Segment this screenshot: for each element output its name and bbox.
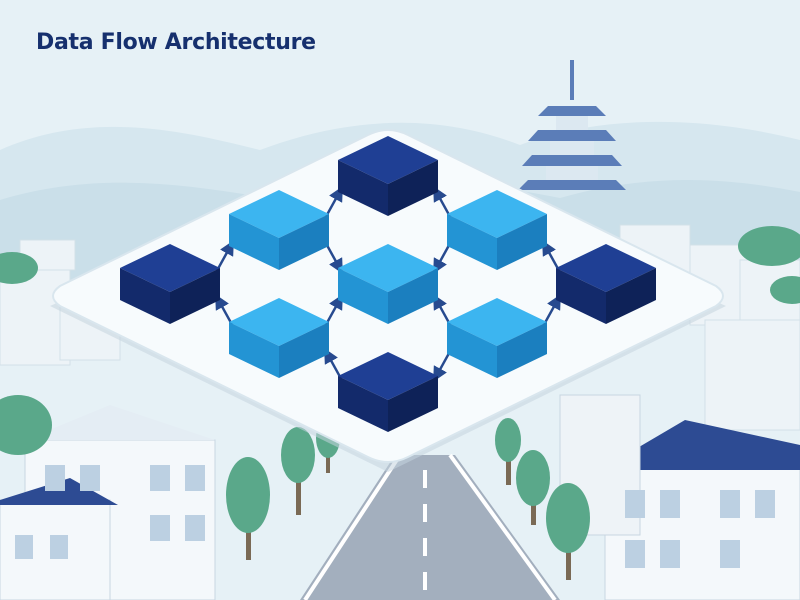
diagram-edges bbox=[215, 186, 561, 382]
node-upper-left bbox=[229, 190, 329, 270]
background-bushes bbox=[0, 226, 800, 304]
edge-arrow-lower-left-to-center bbox=[324, 294, 343, 326]
edge-arrow-upper-left-to-top bbox=[324, 186, 343, 218]
node-right bbox=[556, 244, 656, 324]
node-bottom bbox=[338, 352, 438, 432]
road bbox=[300, 453, 560, 600]
node-upper-right bbox=[447, 190, 547, 270]
edge-arrow-upper-right-to-top bbox=[433, 186, 452, 218]
foreground-left-buildings bbox=[0, 405, 216, 600]
edge-arrow-upper-right-to-center bbox=[433, 242, 452, 274]
edge-arrow-right-to-upper-right bbox=[542, 240, 561, 272]
edge-arrow-lower-right-to-bottom bbox=[433, 350, 452, 382]
edge-arrow-lower-right-to-center bbox=[433, 294, 452, 326]
edge-arrow-lower-left-to-left bbox=[215, 294, 234, 326]
edge-arrow-left-to-upper-left bbox=[215, 240, 234, 272]
edge-arrow-lower-right-to-right bbox=[542, 294, 561, 326]
edge-arrow-bottom-to-lower-left bbox=[324, 348, 343, 380]
diagram-title: Data Flow Architecture bbox=[36, 30, 316, 55]
node-lower-right bbox=[447, 298, 547, 378]
edge-arrow-upper-left-to-center bbox=[324, 242, 343, 274]
pagoda-icon bbox=[518, 60, 626, 190]
node-lower-left bbox=[229, 298, 329, 378]
node-left bbox=[120, 244, 220, 324]
trees bbox=[0, 395, 590, 580]
node-center bbox=[338, 244, 438, 324]
diagram-nodes bbox=[120, 136, 656, 432]
node-top bbox=[338, 136, 438, 216]
foreground-right-buildings bbox=[559, 394, 800, 600]
